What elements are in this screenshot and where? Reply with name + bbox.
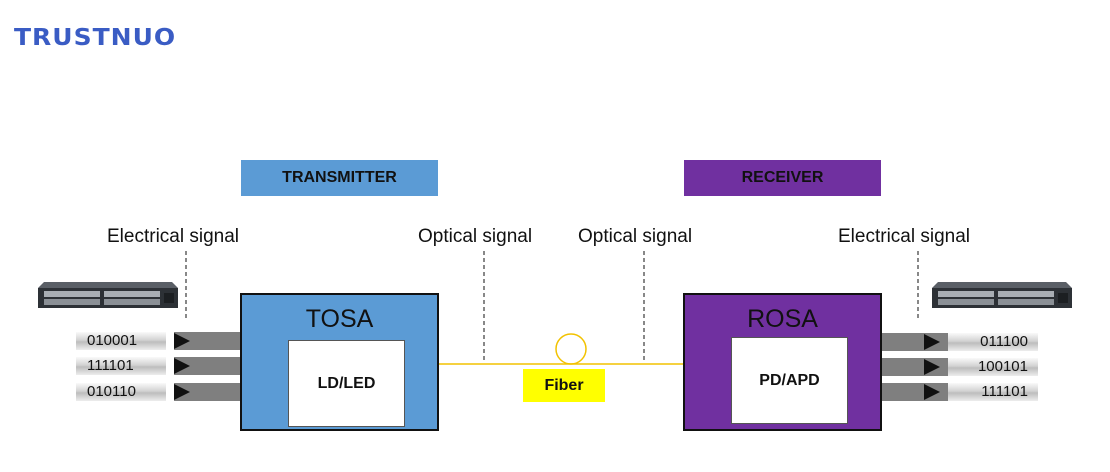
tx-optical-signal-label: Optical signal (418, 226, 533, 247)
tosa-title: TOSA (305, 305, 374, 333)
input-arrow-1-icon (174, 333, 190, 349)
input-arrow-2-icon (174, 358, 190, 374)
input-arrow-3-icon (174, 384, 190, 400)
input-lane-1 (174, 332, 240, 350)
tosa-module: TOSA LD/LED (240, 293, 439, 431)
rosa-module: ROSA PD/APD (683, 293, 882, 431)
output-arrow-2-icon (924, 359, 940, 375)
fiber-coil (555, 333, 587, 365)
rx-optical-signal-label: Optical signal (578, 226, 693, 247)
left-network-switch-icon (38, 282, 178, 308)
input-bitstream-3: 010110 (76, 383, 166, 401)
right-network-switch-icon (932, 282, 1072, 308)
output-bitstream-1: 011100 (948, 333, 1038, 351)
output-bitstream-2: 100101 (948, 358, 1038, 376)
output-bitstream-3: 111101 (948, 383, 1038, 401)
input-bitstream-1: 010001 (76, 332, 166, 350)
rx-electrical-signal-label: Electrical signal (838, 226, 970, 247)
input-lane-3 (174, 383, 240, 401)
ld-led-label: LD/LED (317, 374, 376, 392)
pd-apd-component: PD/APD (731, 337, 848, 424)
input-bitstream-2: 111101 (76, 357, 166, 375)
input-lane-2 (174, 357, 240, 375)
fiber-label: Fiber (523, 369, 605, 402)
rosa-title: ROSA (747, 305, 818, 333)
ld-led-component: LD/LED (288, 340, 405, 427)
tx-electrical-signal-label: Electrical signal (107, 226, 239, 247)
trustnuo-logo: TRUSTNUO (14, 24, 177, 51)
pd-apd-label: PD/APD (759, 371, 820, 389)
transmitter-header: TRANSMITTER (241, 160, 438, 196)
receiver-header: RECEIVER (684, 160, 881, 196)
output-arrow-1-icon (924, 334, 940, 350)
output-arrow-3-icon (924, 384, 940, 400)
